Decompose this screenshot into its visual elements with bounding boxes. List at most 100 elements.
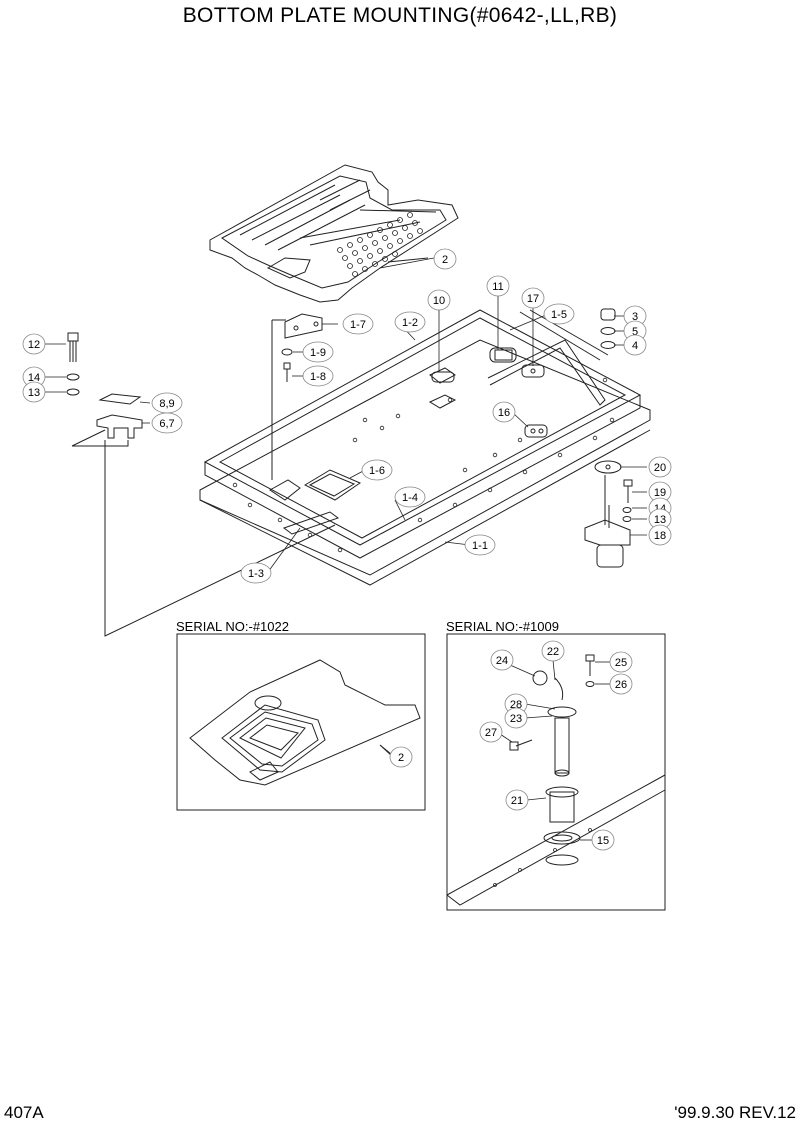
callout-bubble (479, 721, 503, 743)
callout-bubble (151, 412, 183, 434)
callout-13b: 13 (648, 508, 672, 530)
callout-bubble (302, 341, 334, 363)
floor-mat-part (209, 164, 459, 303)
callout-text: 13 (28, 387, 40, 399)
callout-text: 1-2 (402, 317, 418, 329)
callout-text: 5 (632, 326, 638, 338)
callout-bubble (464, 534, 496, 556)
callout-text: 1-3 (248, 568, 264, 580)
callout-text: 8,9 (159, 398, 174, 410)
revision-label: '99.9.30 REV.12 (674, 1103, 796, 1122)
callout-23: 23 (504, 707, 528, 729)
callout-3: 3 (623, 305, 647, 327)
callout-bubble (648, 456, 672, 478)
callout-11: 11 (486, 275, 510, 297)
callout-1-2: 1-2 (394, 311, 426, 333)
callout-13a: 13 (22, 381, 46, 403)
callout-bubble (492, 401, 516, 423)
inset-right-serial-label: SERIAL NO:-#1009 (446, 619, 559, 634)
callout-2-inset: 2 (389, 746, 413, 768)
page-title: BOTTOM PLATE MOUNTING(#0642-,LL,RB) (182, 4, 618, 27)
inset-left-serial-label: SERIAL NO:-#1022 (176, 619, 289, 634)
callout-bubble (505, 789, 529, 811)
callout-15: 15 (591, 829, 615, 851)
callout-18: 18 (648, 524, 672, 546)
callout-text: 1-9 (310, 347, 326, 359)
callout-bubble (623, 334, 647, 356)
callout-text: 27 (485, 727, 497, 739)
callout-bubble (504, 707, 528, 729)
callout-text: 10 (433, 295, 445, 307)
callout-bubble (427, 289, 451, 311)
callout-text: 12 (28, 339, 40, 351)
callout-text: 4 (632, 340, 638, 352)
callout-bubble (22, 381, 46, 403)
callout-bubble (490, 649, 514, 671)
callout-27: 27 (479, 721, 503, 743)
callout-12: 12 (22, 333, 46, 355)
callout-text: 14 (28, 372, 40, 384)
callout-bubble (521, 287, 545, 309)
callout-25: 25 (609, 651, 633, 673)
callout-text: 24 (496, 655, 508, 667)
callout-14a: 14 (22, 366, 46, 388)
callout-bubble (648, 524, 672, 546)
leader-lines (44, 257, 647, 841)
callout-bubble (541, 640, 565, 662)
callout-6-7: 6,7 (151, 412, 183, 434)
callout-20: 20 (648, 456, 672, 478)
callout-bubble (22, 333, 46, 355)
callout-1-7: 1-7 (342, 313, 374, 335)
callout-text: 16 (498, 407, 510, 419)
callout-text: 11 (492, 281, 503, 293)
callout-16: 16 (492, 401, 516, 423)
callout-bubble (394, 486, 426, 508)
callout-21: 21 (505, 789, 529, 811)
callout-19: 19 (648, 481, 672, 503)
callout-bubble (342, 313, 374, 335)
callout-22: 22 (541, 640, 565, 662)
callout-text: 6,7 (159, 418, 174, 430)
callout-10: 10 (427, 289, 451, 311)
callout-bubble (394, 311, 426, 333)
callout-text: 20 (654, 462, 666, 474)
callout-text: 25 (615, 657, 627, 669)
callout-24: 24 (490, 649, 514, 671)
callout-text: 18 (654, 530, 666, 542)
callout-text: 3 (632, 311, 638, 323)
main-frame-part (66, 308, 651, 637)
callout-1-1: 1-1 (464, 534, 496, 556)
callout-bubble (486, 275, 510, 297)
callout-text: 1-7 (350, 319, 366, 331)
inset-fuel-part (446, 654, 666, 906)
inset-mat-part (189, 659, 421, 786)
callout-1-6: 1-6 (361, 459, 393, 481)
callout-bubble (389, 746, 413, 768)
page-number: 407A (4, 1103, 44, 1122)
callout-4: 4 (623, 334, 647, 356)
callout-bubble (591, 829, 615, 851)
callout-text: 2 (398, 752, 404, 764)
callout-26: 26 (609, 673, 633, 695)
callout-1-4: 1-4 (394, 486, 426, 508)
callout-text: 15 (597, 835, 609, 847)
callout-text: 13 (654, 514, 666, 526)
callout-text: 23 (510, 713, 522, 725)
callout-text: 26 (615, 679, 627, 691)
callout-text: 1-4 (402, 492, 418, 504)
callout-bubble (302, 365, 334, 387)
callout-text: 22 (547, 646, 559, 658)
callout-text: 19 (654, 487, 666, 499)
callout-text: 17 (527, 293, 539, 305)
callout-text: 2 (442, 254, 448, 266)
callout-1-8: 1-8 (302, 365, 334, 387)
inset-right-frame (446, 633, 666, 911)
callout-2-mat: 2 (433, 248, 457, 270)
inset-left-frame (176, 633, 426, 811)
callout-1-3: 1-3 (240, 562, 272, 584)
callout-8-9: 8,9 (151, 392, 183, 414)
callout-text: 1-6 (369, 465, 385, 477)
callout-bubble (361, 459, 393, 481)
